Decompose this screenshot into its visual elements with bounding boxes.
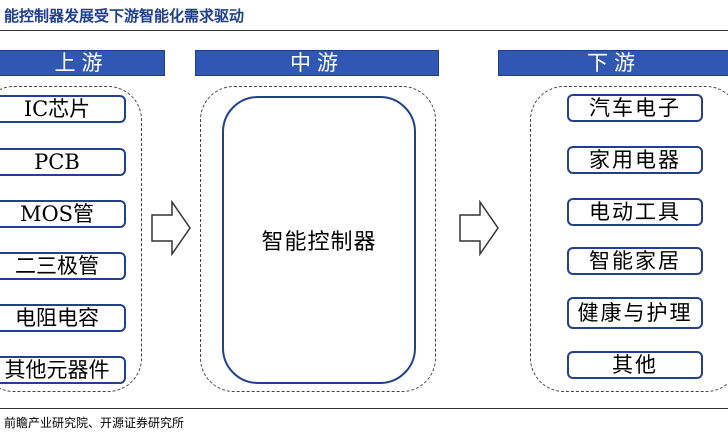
arrow-right-icon: [151, 200, 191, 256]
downstream-item-home-appliances: 家用电器: [567, 146, 703, 174]
upstream-header: 上游: [0, 50, 165, 76]
diagram-title: 能控制器发展受下游智能化需求驱动: [4, 7, 245, 25]
downstream-panel: [530, 86, 728, 392]
smart-controller-label: 智能控制器: [261, 230, 377, 255]
upstream-item-ic-chip: IC芯片: [0, 95, 126, 123]
upstream-item-pcb: PCB: [0, 148, 126, 176]
upstream-item-diode-transistor: 二三极管: [0, 252, 126, 280]
arrow-right-icon: [459, 200, 499, 256]
upstream-item-other-components: 其他元器件: [0, 356, 126, 384]
upstream-panel: [0, 86, 142, 392]
top-divider: [0, 30, 728, 31]
downstream-item-other: 其他: [567, 351, 703, 379]
upstream-item-resistor-capacitor: 电阻电容: [0, 304, 126, 332]
bottom-divider: [0, 408, 728, 409]
upstream-item-mos: MOS管: [0, 200, 126, 228]
midstream-panel: [200, 86, 436, 392]
downstream-item-health-care: 健康与护理: [567, 297, 703, 329]
downstream-item-auto-electronics: 汽车电子: [567, 94, 703, 122]
downstream-header: 下游: [498, 50, 728, 76]
source-note: 前瞻产业研究院、开源证券研究所: [4, 416, 185, 430]
downstream-item-power-tools: 电动工具: [567, 198, 703, 226]
midstream-header: 中游: [195, 50, 439, 76]
downstream-item-smart-home: 智能家居: [567, 247, 703, 275]
smart-controller-box: 智能控制器: [222, 96, 416, 384]
